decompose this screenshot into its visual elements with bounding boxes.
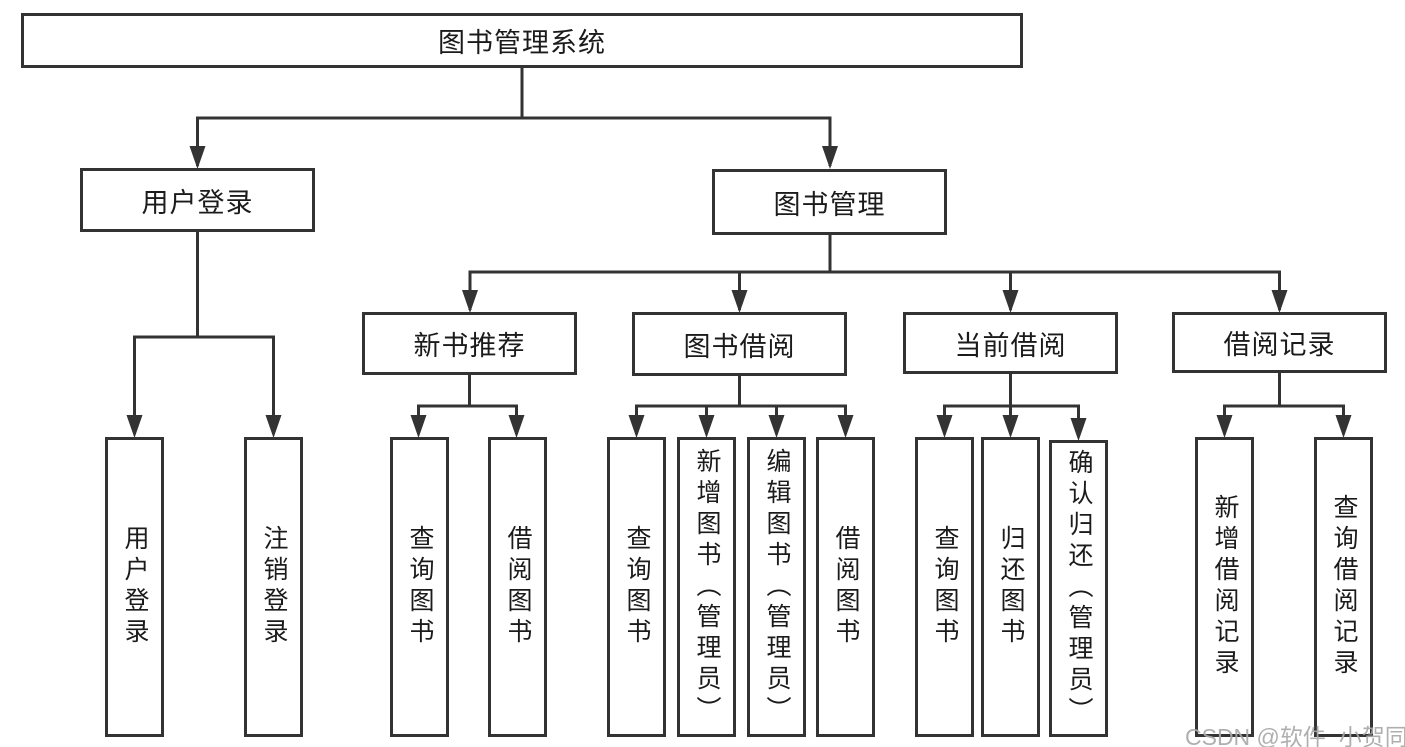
leaf-bb-edit-books-admin: 编辑图书（管理员） (747, 437, 806, 737)
leaf-cb-query-books: 查询图书 (915, 437, 974, 737)
leaf-cb-return-books: 归还图书 (981, 437, 1040, 737)
leaf-br-add-record: 新增借阅记录 (1195, 437, 1254, 737)
leaf-bb-borrow-books: 借阅图书 (816, 437, 875, 737)
node-current-borrowing: 当前借阅 (903, 312, 1118, 374)
node-new-book-recommendation: 新书推荐 (362, 312, 577, 375)
leaf-bb-query-books: 查询图书 (607, 437, 666, 737)
node-book-management: 图书管理 (712, 169, 947, 235)
node-borrowing-records: 借阅记录 (1172, 312, 1387, 373)
leaf-nbr-query-books: 查询图书 (390, 437, 449, 737)
node-user-login: 用户登录 (80, 168, 315, 232)
leaf-br-query-record: 查询借阅记录 (1314, 437, 1373, 737)
arrowheads (126, 146, 1352, 441)
leaf-logout: 注销登录 (244, 437, 303, 737)
leaf-nbr-borrow-books: 借阅图书 (488, 437, 547, 737)
leaf-bb-add-books-admin: 新增图书（管理员） (677, 437, 736, 737)
csdn-watermark: CSDN @软件_小贺同学 (1185, 724, 1405, 747)
node-book-borrowing: 图书借阅 (632, 312, 847, 376)
leaf-cb-confirm-return-admin: 确认归还（管理员） (1049, 440, 1108, 737)
node-library-management-system: 图书管理系统 (21, 13, 1023, 68)
leaf-user-login: 用户登录 (105, 437, 164, 737)
